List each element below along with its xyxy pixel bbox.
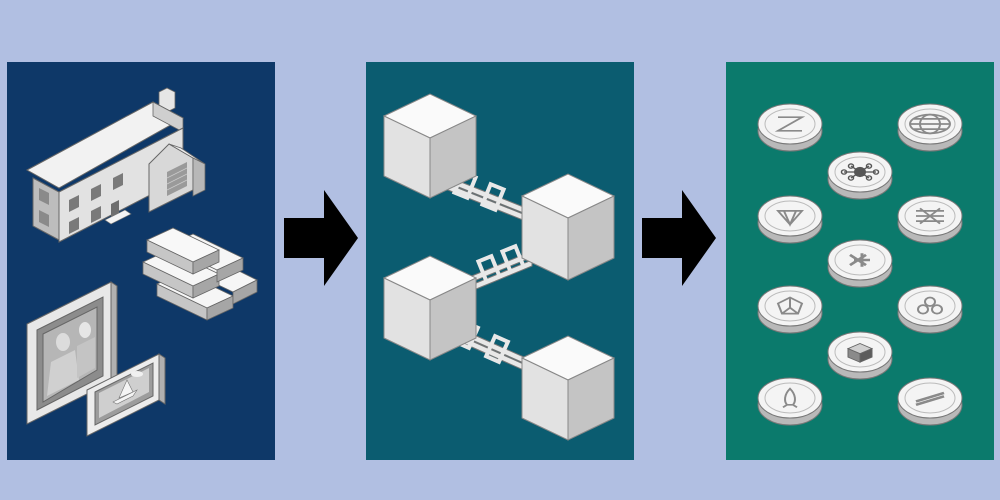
gold-bars-icon xyxy=(142,227,258,321)
coin-hourglass-icon xyxy=(757,103,823,152)
blockchain-panel xyxy=(366,62,634,460)
coin-lightning-icon xyxy=(897,377,963,426)
cube-block-icon xyxy=(382,93,478,199)
cube-block-icon xyxy=(382,255,478,361)
cube-block-icon xyxy=(520,173,616,281)
coin-diamond-icon xyxy=(757,195,823,244)
arrow-right-icon xyxy=(642,190,716,286)
arrow-right-icon xyxy=(284,190,358,286)
coin-pentagon-icon xyxy=(757,285,823,334)
assets-panel xyxy=(7,62,275,460)
coin-globe-icon xyxy=(897,103,963,152)
coin-cube-icon xyxy=(827,331,893,380)
house-icon xyxy=(25,87,206,243)
coin-runner-icon xyxy=(827,239,893,288)
coin-network-icon xyxy=(827,151,893,200)
cube-block-icon xyxy=(520,335,616,441)
tokens-panel xyxy=(726,62,994,460)
coin-trefoil-icon xyxy=(897,285,963,334)
framed-paintings-icon xyxy=(26,281,166,437)
coin-rocket-icon xyxy=(757,377,823,426)
coin-lattice-icon xyxy=(897,195,963,244)
